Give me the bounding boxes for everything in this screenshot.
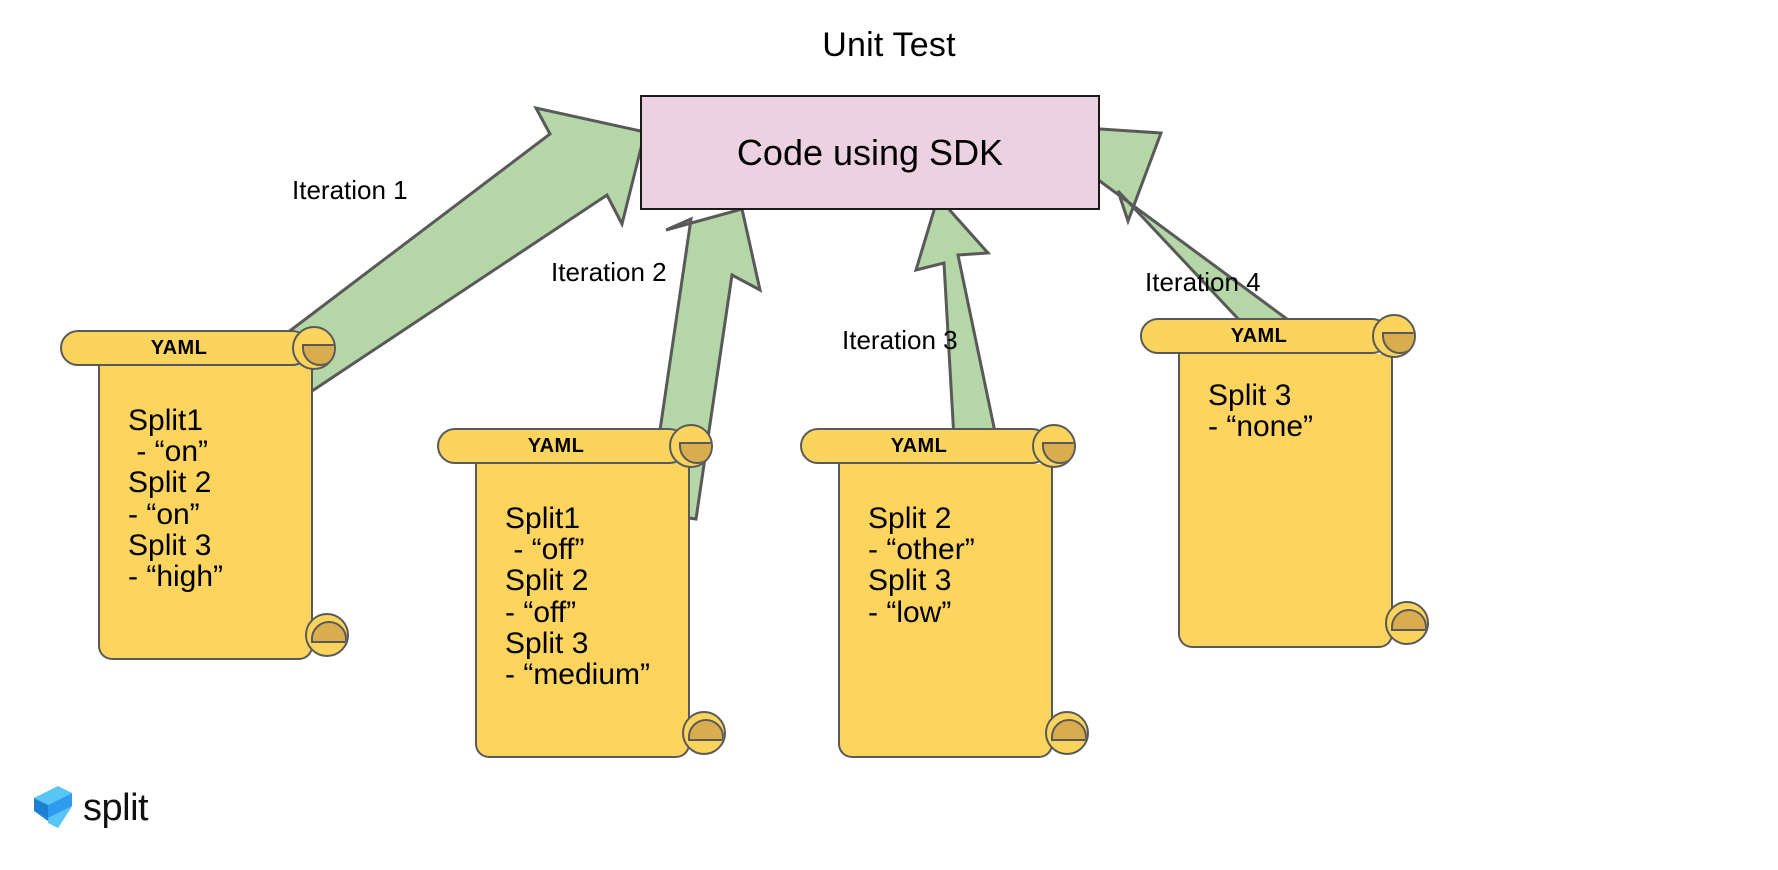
- code-using-sdk-box: Code using SDK: [640, 95, 1100, 210]
- yaml-scroll-1: YAML Split1 - “on” Split 2 - “on” Split …: [60, 326, 350, 660]
- yaml-scroll-1-bottom-curl: [305, 613, 349, 657]
- yaml-scroll-1-top-curl: [292, 326, 336, 370]
- yaml-scroll-4-header: YAML: [1140, 318, 1390, 354]
- code-using-sdk-label: Code using SDK: [736, 131, 1004, 173]
- split-wordmark: split: [83, 787, 149, 829]
- split-mark-icon: [34, 786, 72, 828]
- page-title: Unit Test: [822, 26, 956, 64]
- yaml-scroll-2-bottom-curl: [682, 711, 726, 755]
- yaml-scroll-2-top-curl: [669, 424, 713, 468]
- yaml-scroll-3-bottom-curl: [1045, 711, 1089, 755]
- yaml-scroll-3: YAML Split 2 - “other” Split 3 - “low”: [800, 424, 1090, 758]
- yaml-scroll-4-bottom-curl: [1385, 601, 1429, 645]
- yaml-scroll-2: YAML Split1 - “off” Split 2 - “off” Spli…: [437, 424, 727, 758]
- iteration-2-label: Iteration 2: [551, 257, 667, 287]
- yaml-scroll-2-content: Split1 - “off” Split 2 - “off” Split 3 -…: [505, 502, 651, 691]
- iteration-4-label: Iteration 4: [1145, 267, 1261, 297]
- yaml-scroll-4: YAML Split 3 - “none”: [1140, 314, 1430, 648]
- yaml-scroll-4-header-label: YAML: [1230, 324, 1288, 347]
- iteration-1-label: Iteration 1: [292, 175, 408, 205]
- split-logo: split: [32, 784, 149, 830]
- yaml-scroll-4-top-curl: [1372, 314, 1416, 358]
- yaml-scroll-1-content: Split1 - “on” Split 2 - “on” Split 3 - “…: [128, 404, 224, 593]
- yaml-scroll-3-top-curl: [1032, 424, 1076, 468]
- yaml-scroll-3-body: [838, 464, 1053, 758]
- yaml-scroll-3-header: YAML: [800, 428, 1050, 464]
- yaml-scroll-1-body: [98, 366, 313, 660]
- yaml-scroll-4-body: [1178, 354, 1393, 648]
- yaml-scroll-4-content: Split 3 - “none”: [1208, 379, 1314, 444]
- yaml-scroll-1-header-label: YAML: [150, 336, 208, 359]
- yaml-scroll-3-content: Split 2 - “other” Split 3 - “low”: [868, 502, 975, 629]
- iteration-3-label: Iteration 3: [842, 325, 958, 355]
- yaml-scroll-3-header-label: YAML: [890, 434, 948, 457]
- yaml-scroll-2-header: YAML: [437, 428, 687, 464]
- yaml-scroll-2-header-label: YAML: [527, 434, 585, 457]
- yaml-scroll-1-header: YAML: [60, 330, 310, 366]
